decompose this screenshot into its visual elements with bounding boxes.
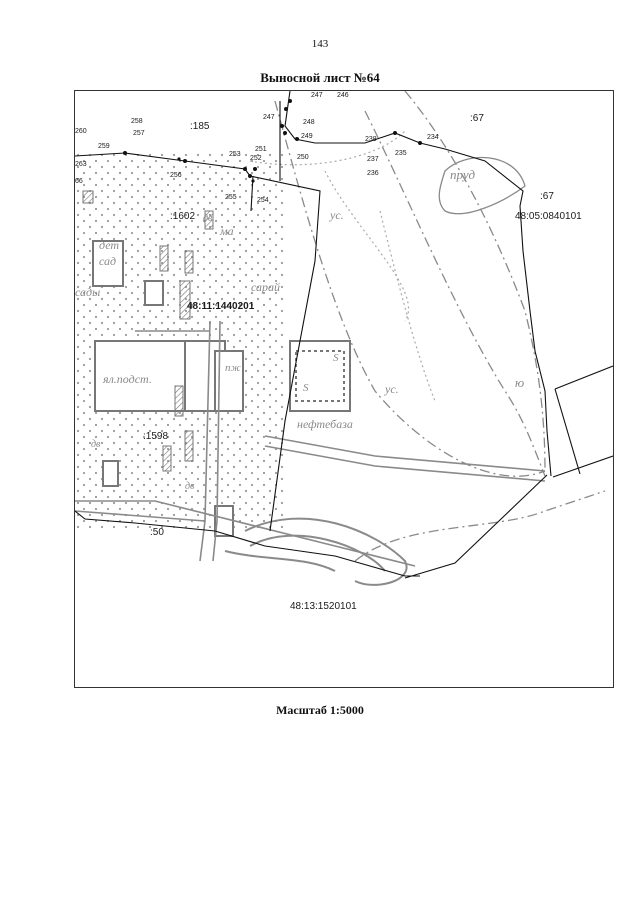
roads bbox=[75, 320, 546, 567]
point-label: 247 bbox=[311, 92, 323, 99]
parcel-label: :185 bbox=[190, 121, 210, 132]
scale-label: Масштаб 1:5000 bbox=[276, 703, 364, 717]
terrain-label: сады bbox=[75, 285, 100, 299]
cadastral-map: :185 :67 :67 48:05:0840101 48:11:1440201… bbox=[75, 91, 613, 612]
terrain-label: сарай bbox=[251, 280, 280, 294]
point-label: 256 bbox=[170, 172, 182, 179]
point-label: 254 bbox=[257, 197, 269, 204]
terrain-label: дв bbox=[185, 481, 195, 492]
boundary-points bbox=[123, 99, 422, 183]
point-label: 238 bbox=[365, 136, 377, 143]
terrain-label: ял.подст. bbox=[102, 372, 152, 386]
point-label: 252 bbox=[250, 155, 262, 162]
point-label: 246 bbox=[337, 92, 349, 99]
terrain-label: дет bbox=[99, 238, 119, 252]
terrain-label: ус. bbox=[329, 208, 344, 222]
pond bbox=[438, 156, 526, 215]
point-label: 236 bbox=[367, 170, 379, 177]
point-label: 253 bbox=[229, 151, 241, 158]
point-label: 247 bbox=[263, 114, 275, 121]
point-label: 234 bbox=[427, 134, 439, 141]
terrain-label: сад bbox=[99, 254, 116, 268]
point-label: 263 bbox=[75, 161, 87, 168]
parcel-labels: :185 :67 :67 48:05:0840101 48:11:1440201… bbox=[143, 113, 582, 612]
terrain-labels: пруд ус. ус. нефтебаза сарай пж дет сад … bbox=[75, 167, 524, 492]
terrain-label: S bbox=[333, 352, 339, 364]
terrain-label: дв bbox=[203, 213, 213, 224]
hatched-buildings bbox=[82, 190, 214, 472]
terrain-label: ма bbox=[219, 224, 234, 238]
point-label: 258 bbox=[131, 118, 143, 125]
point-label: 255 bbox=[225, 194, 237, 201]
parcel-label: :67 bbox=[540, 191, 554, 202]
parcel-label: :1602 bbox=[170, 211, 195, 222]
parcel-label: 48:05:0840101 bbox=[515, 211, 582, 222]
point-label: 66 bbox=[75, 178, 83, 185]
river bbox=[224, 517, 408, 586]
point-label: 235 bbox=[395, 150, 407, 157]
point-label: 249 bbox=[301, 133, 313, 140]
map-frame[interactable]: :185 :67 :67 48:05:0840101 48:11:1440201… bbox=[74, 90, 614, 688]
terrain-label: ю bbox=[515, 375, 524, 390]
point-label: 250 bbox=[297, 154, 309, 161]
parcel-label: :67 bbox=[470, 113, 484, 124]
point-label: 259 bbox=[98, 143, 110, 150]
point-label: 248 bbox=[303, 119, 315, 126]
terrain-label: S bbox=[303, 382, 309, 394]
point-label: 237 bbox=[367, 156, 379, 163]
terrain-label: пж bbox=[225, 362, 242, 374]
parcel-label: 48:13:1520101 bbox=[290, 601, 357, 612]
point-label: 251 bbox=[255, 146, 267, 153]
parcel-label: :50 bbox=[150, 527, 164, 538]
sheet-title: Выносной лист №64 bbox=[260, 70, 380, 85]
terrain-label: пруд bbox=[450, 167, 476, 182]
terrain-label: ус. bbox=[384, 382, 399, 396]
parcel-label: :1598 bbox=[143, 431, 168, 442]
parcel-label: 48:11:1440201 bbox=[187, 301, 255, 312]
terrain-lines bbox=[274, 91, 606, 562]
terrain-label: дв bbox=[91, 439, 101, 450]
dotted-lines bbox=[249, 130, 436, 402]
point-labels: 260 263 259 258 257 256 247 247 246 248 … bbox=[75, 92, 439, 204]
point-label: 257 bbox=[133, 130, 145, 137]
point-label: 260 bbox=[75, 128, 87, 135]
terrain-label: нефтебаза bbox=[297, 417, 353, 431]
page-number: 143 bbox=[311, 38, 329, 50]
